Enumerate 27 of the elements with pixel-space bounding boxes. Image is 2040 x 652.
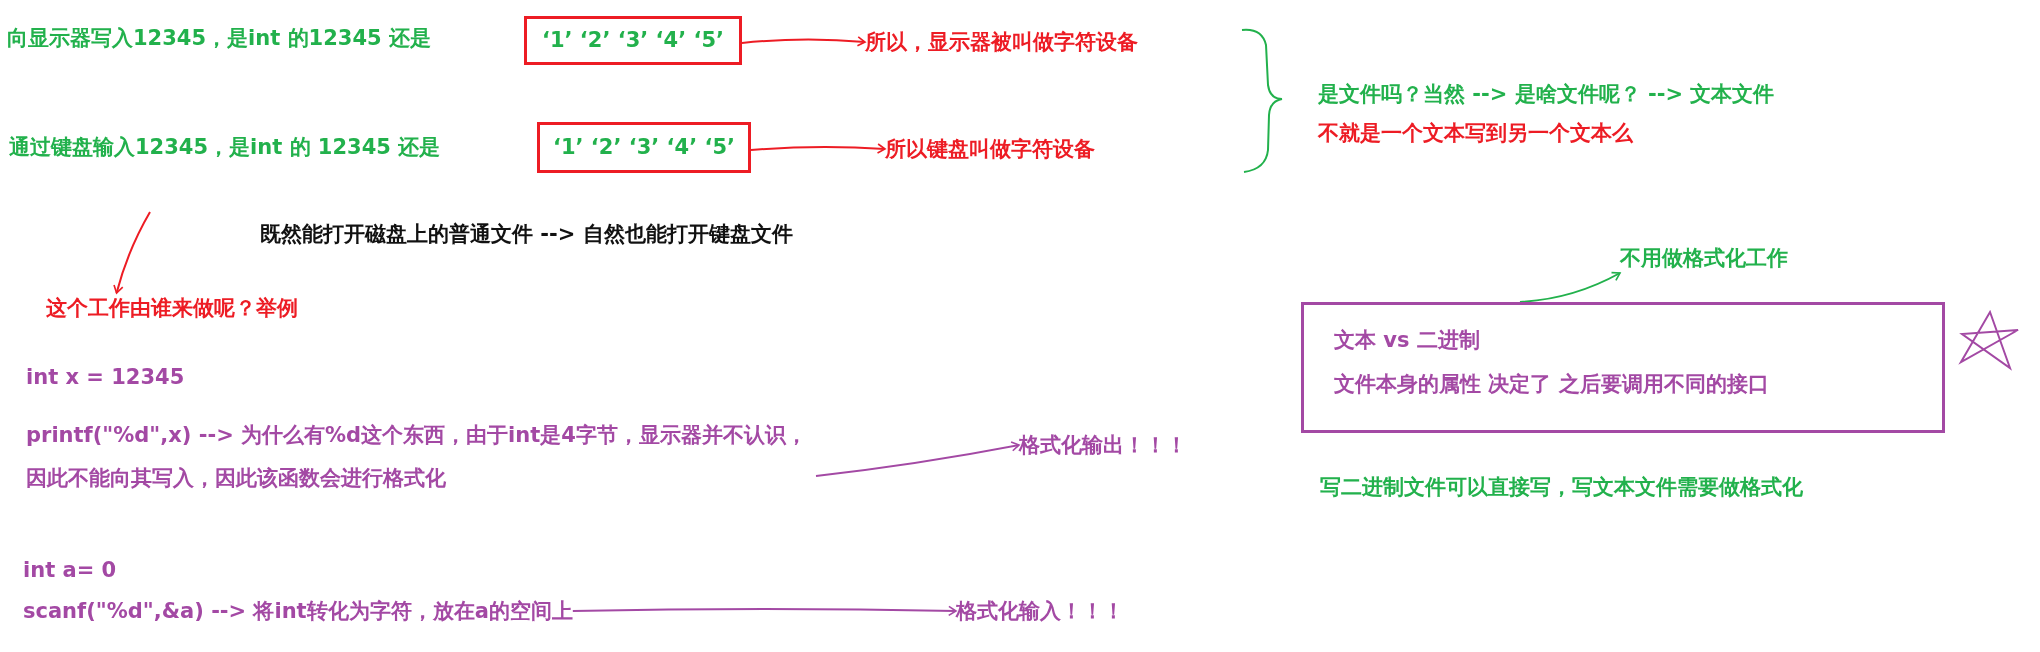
- statement-text: 向显示器写入12345，是int 的12345 还是: [7, 23, 431, 53]
- note-text: 不用做格式化工作: [1620, 243, 1788, 273]
- note-text: 既然能打开磁盘上的普通文件 --> 自然也能打开键盘文件: [260, 221, 793, 248]
- code-text: int a= 0: [23, 557, 117, 584]
- note-box: [1301, 302, 1945, 433]
- statement-text: 通过键盘输入12345，是int 的 12345 还是: [9, 132, 441, 162]
- conclusion-text: 所以，显示器被叫做字符设备: [865, 27, 1138, 57]
- conclusion-text: 所以键盘叫做字符设备: [885, 134, 1095, 164]
- arrow: [113, 211, 151, 294]
- arrow: [750, 143, 886, 154]
- code-text: int x = 12345: [26, 364, 185, 391]
- result-text: 格式化输出！！！: [1019, 430, 1187, 460]
- code-note-text: scanf("%d",&a) --> 将int转化为字符，放在a的空间上: [23, 596, 573, 626]
- highlight-box: ‘1’ ‘2’ ‘3’ ‘4’ ‘5’: [524, 16, 742, 65]
- arrow: [571, 605, 957, 617]
- arrow: [1518, 271, 1621, 303]
- highlight-box: ‘1’ ‘2’ ‘3’ ‘4’ ‘5’: [537, 122, 751, 173]
- note-text: 是文件吗？当然 --> 是啥文件呢？ --> 文本文件: [1318, 81, 1775, 108]
- arrow: [741, 36, 866, 47]
- note-text: 不就是一个文本写到另一个文本么: [1318, 120, 1633, 147]
- question-text: 这个工作由谁来做呢？举例: [46, 293, 298, 323]
- result-text: 格式化输入！！！: [956, 596, 1124, 626]
- box-heading: 文本 vs 二进制: [1334, 327, 1480, 354]
- box-text: 文件本身的属性 决定了 之后要调用不同的接口: [1334, 371, 1769, 398]
- code-note-text: printf("%d",x) --> 为什么有%d这个东西，由于int是4字节，显示器并不认识，因此不能向其写入，因此该函数会进行格式化: [26, 414, 816, 500]
- arrow: [815, 441, 1020, 477]
- note-text: 写二进制文件可以直接写，写文本文件需要做格式化: [1320, 474, 1803, 501]
